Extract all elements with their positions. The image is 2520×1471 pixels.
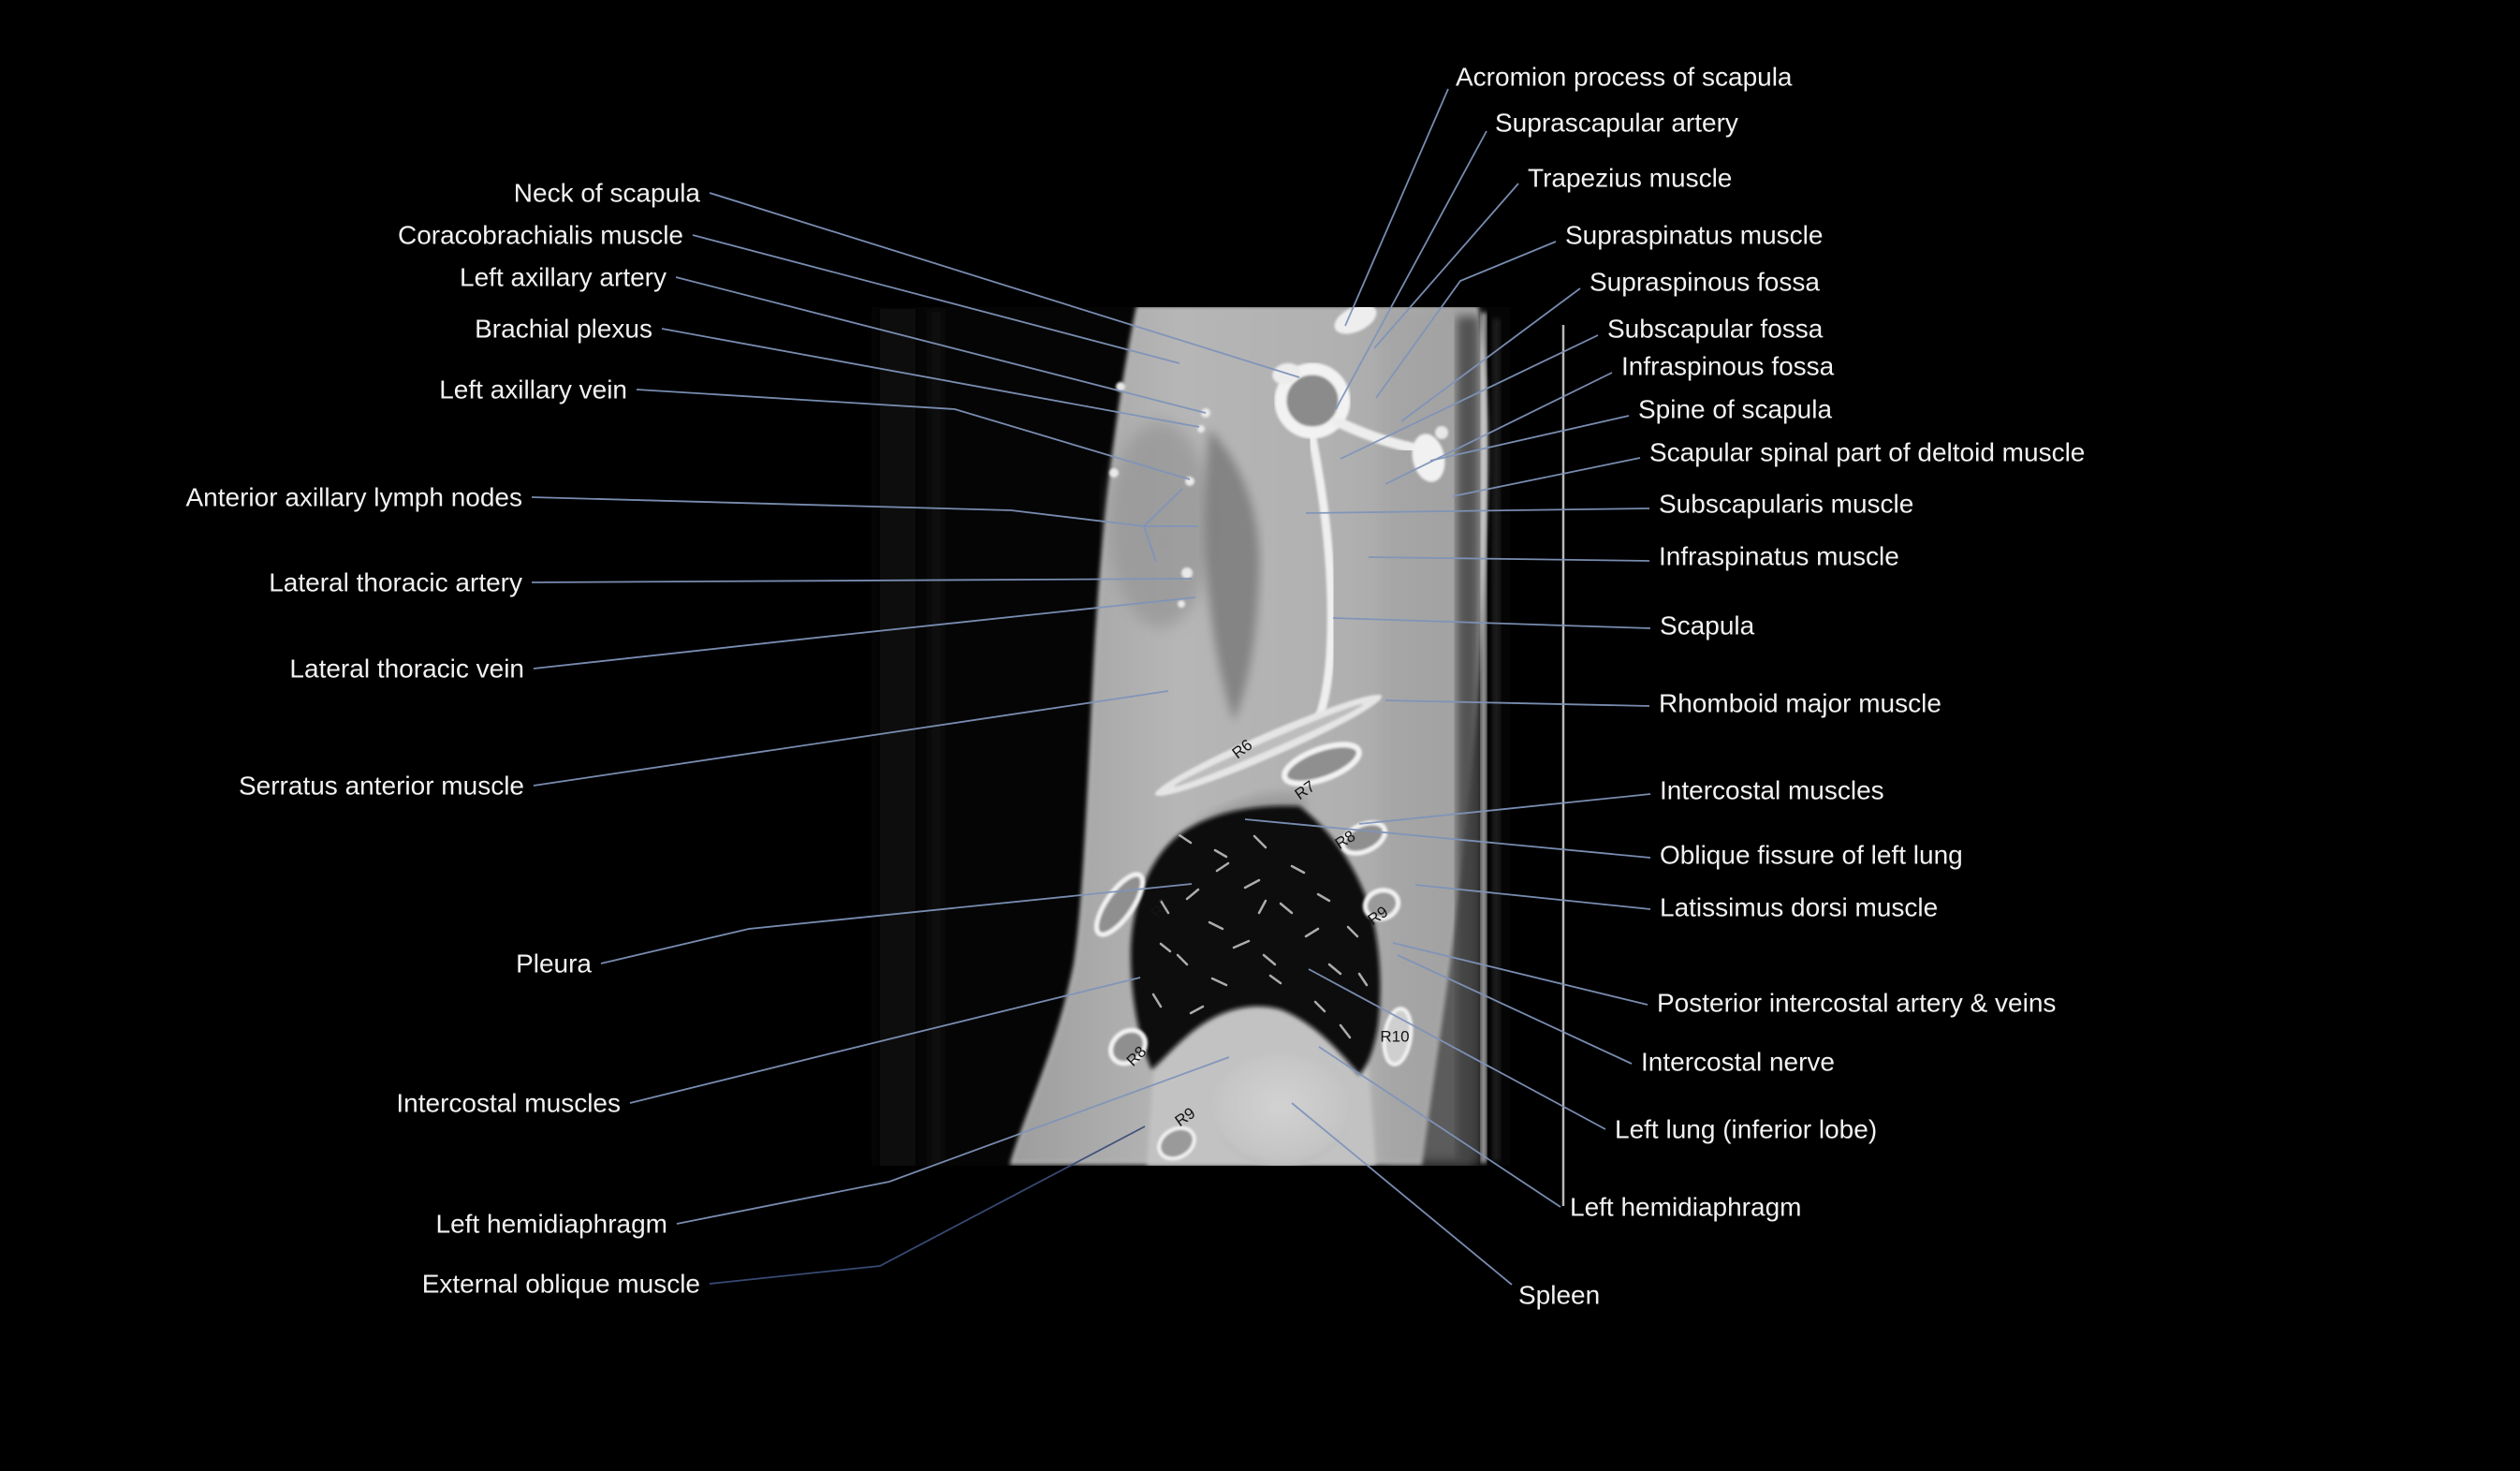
anatomy-label: Subscapular fossa	[1607, 315, 1824, 344]
leader-lines	[531, 88, 1651, 1286]
leader-line	[1318, 1046, 1561, 1208]
leader-line	[1305, 507, 1650, 514]
glenoid-ring-bone	[1274, 362, 1351, 439]
leader-line	[709, 1125, 1146, 1285]
leader-line	[1340, 334, 1599, 460]
anatomy-label: Neck of scapula	[514, 179, 701, 208]
leader-line	[1291, 1102, 1513, 1286]
anatomy-label: Coracobrachialis muscle	[398, 221, 683, 250]
leader-line	[1375, 241, 1557, 399]
leader-line	[531, 496, 1145, 527]
ct-image	[872, 307, 1565, 1206]
anatomy-label: Supraspinatus muscle	[1565, 221, 1823, 250]
anatomy-label: Scapular spinal part of deltoid muscle	[1649, 438, 2085, 467]
anatomy-label: Spine of scapula	[1638, 395, 1832, 424]
anatomy-label: Left hemidiaphragm	[1570, 1193, 1801, 1222]
anatomy-label: Acromion process of scapula	[1456, 63, 1793, 92]
leader-line	[1335, 130, 1487, 410]
scapula-body-bone	[1308, 434, 1336, 730]
anatomy-label: Infraspinatus muscle	[1659, 542, 1899, 571]
anatomy-label: Intercostal muscles	[1660, 776, 1884, 805]
anatomy-label: Intercostal muscles	[396, 1089, 621, 1118]
leader-line	[533, 690, 1169, 787]
anatomy-label: Pleura	[516, 949, 592, 978]
leader-line	[1244, 818, 1651, 859]
anatomy-label: Lateral thoracic artery	[269, 568, 522, 597]
spleen-shape	[1211, 1054, 1350, 1166]
anatomy-label: Infraspinous fossa	[1621, 352, 1835, 381]
leader-line	[675, 276, 1207, 414]
anatomy-label: Left axillary artery	[460, 263, 667, 292]
ct-air-streak	[1492, 318, 1501, 1161]
leader-line	[1414, 884, 1651, 910]
rib-bones	[1093, 695, 1414, 1161]
lung-vessel-markings	[1151, 833, 1369, 1039]
scapular-spine-band-bone	[1331, 416, 1417, 453]
paraspinal-dark-stripe	[1457, 316, 1479, 1161]
ct-air-streak	[880, 309, 916, 1166]
anatomy-label: Lateral thoracic vein	[289, 655, 524, 684]
leader-line	[600, 883, 1193, 964]
rib-label: R10	[1380, 1028, 1409, 1046]
anatomy-label: Scapula	[1660, 611, 1755, 640]
anatomy-label: Serratus anterior muscle	[239, 772, 524, 801]
anatomy-label: Posterior intercostal artery & veins	[1657, 989, 2056, 1018]
vessel-dots	[1109, 382, 1210, 608]
anatomy-label: Oblique fissure of left lung	[1660, 841, 1963, 870]
ct-air-streak	[929, 309, 944, 1166]
leader-line	[629, 977, 1141, 1104]
leader-line	[1358, 793, 1651, 825]
anatomy-label: Spleen	[1518, 1281, 1600, 1310]
leader-line	[1400, 287, 1581, 422]
leader-line	[1308, 968, 1606, 1130]
anatomy-label: Anterior axillary lymph nodes	[186, 483, 523, 512]
leader-line	[1368, 556, 1650, 562]
leader-line-fork	[1143, 488, 1183, 527]
leader-line	[1385, 372, 1613, 485]
leader-line	[531, 578, 1193, 583]
spine-of-scapula-fragment	[1435, 426, 1448, 439]
anatomy-label: Latissimus dorsi muscle	[1660, 893, 1938, 922]
anatomy-label: Trapezius muscle	[1528, 164, 1732, 193]
leader-line	[636, 389, 1191, 480]
leader-line-fork	[1143, 525, 1157, 563]
anatomy-label: External oblique muscle	[422, 1270, 700, 1299]
leader-line	[1373, 183, 1519, 349]
leader-line	[1332, 617, 1651, 629]
spine-of-scapula-bone	[1412, 434, 1445, 482]
leader-line	[709, 192, 1300, 378]
leader-line	[533, 596, 1196, 669]
anatomy-label: Left hemidiaphragm	[436, 1210, 667, 1239]
back-skin-line	[1481, 313, 1487, 1163]
leader-line	[676, 1056, 1230, 1225]
anatomy-label: Subscapularis muscle	[1659, 490, 1913, 519]
anatomy-label: Brachial plexus	[475, 315, 652, 344]
anatomy-label: Suprascapular artery	[1495, 109, 1738, 138]
anatomy-label: Rhomboid major muscle	[1659, 689, 1941, 718]
left-lung-shape	[1130, 805, 1381, 1075]
leader-line	[1429, 415, 1630, 462]
leader-line	[1385, 699, 1650, 707]
anatomy-label: Intercostal nerve	[1641, 1048, 1835, 1077]
acromion-bone	[1334, 307, 1377, 334]
leader-line	[1344, 88, 1449, 327]
axillary-fold	[1205, 429, 1260, 721]
leader-line	[1452, 457, 1641, 497]
leader-line	[692, 234, 1180, 364]
anatomy-label: Left lung (inferior lobe)	[1615, 1115, 1877, 1144]
leader-line	[1392, 942, 1648, 1006]
leader-line	[661, 328, 1200, 428]
anatomy-label: Supraspinous fossa	[1590, 268, 1820, 297]
anatomy-label: Left axillary vein	[439, 375, 627, 405]
leader-line	[1397, 954, 1633, 1065]
